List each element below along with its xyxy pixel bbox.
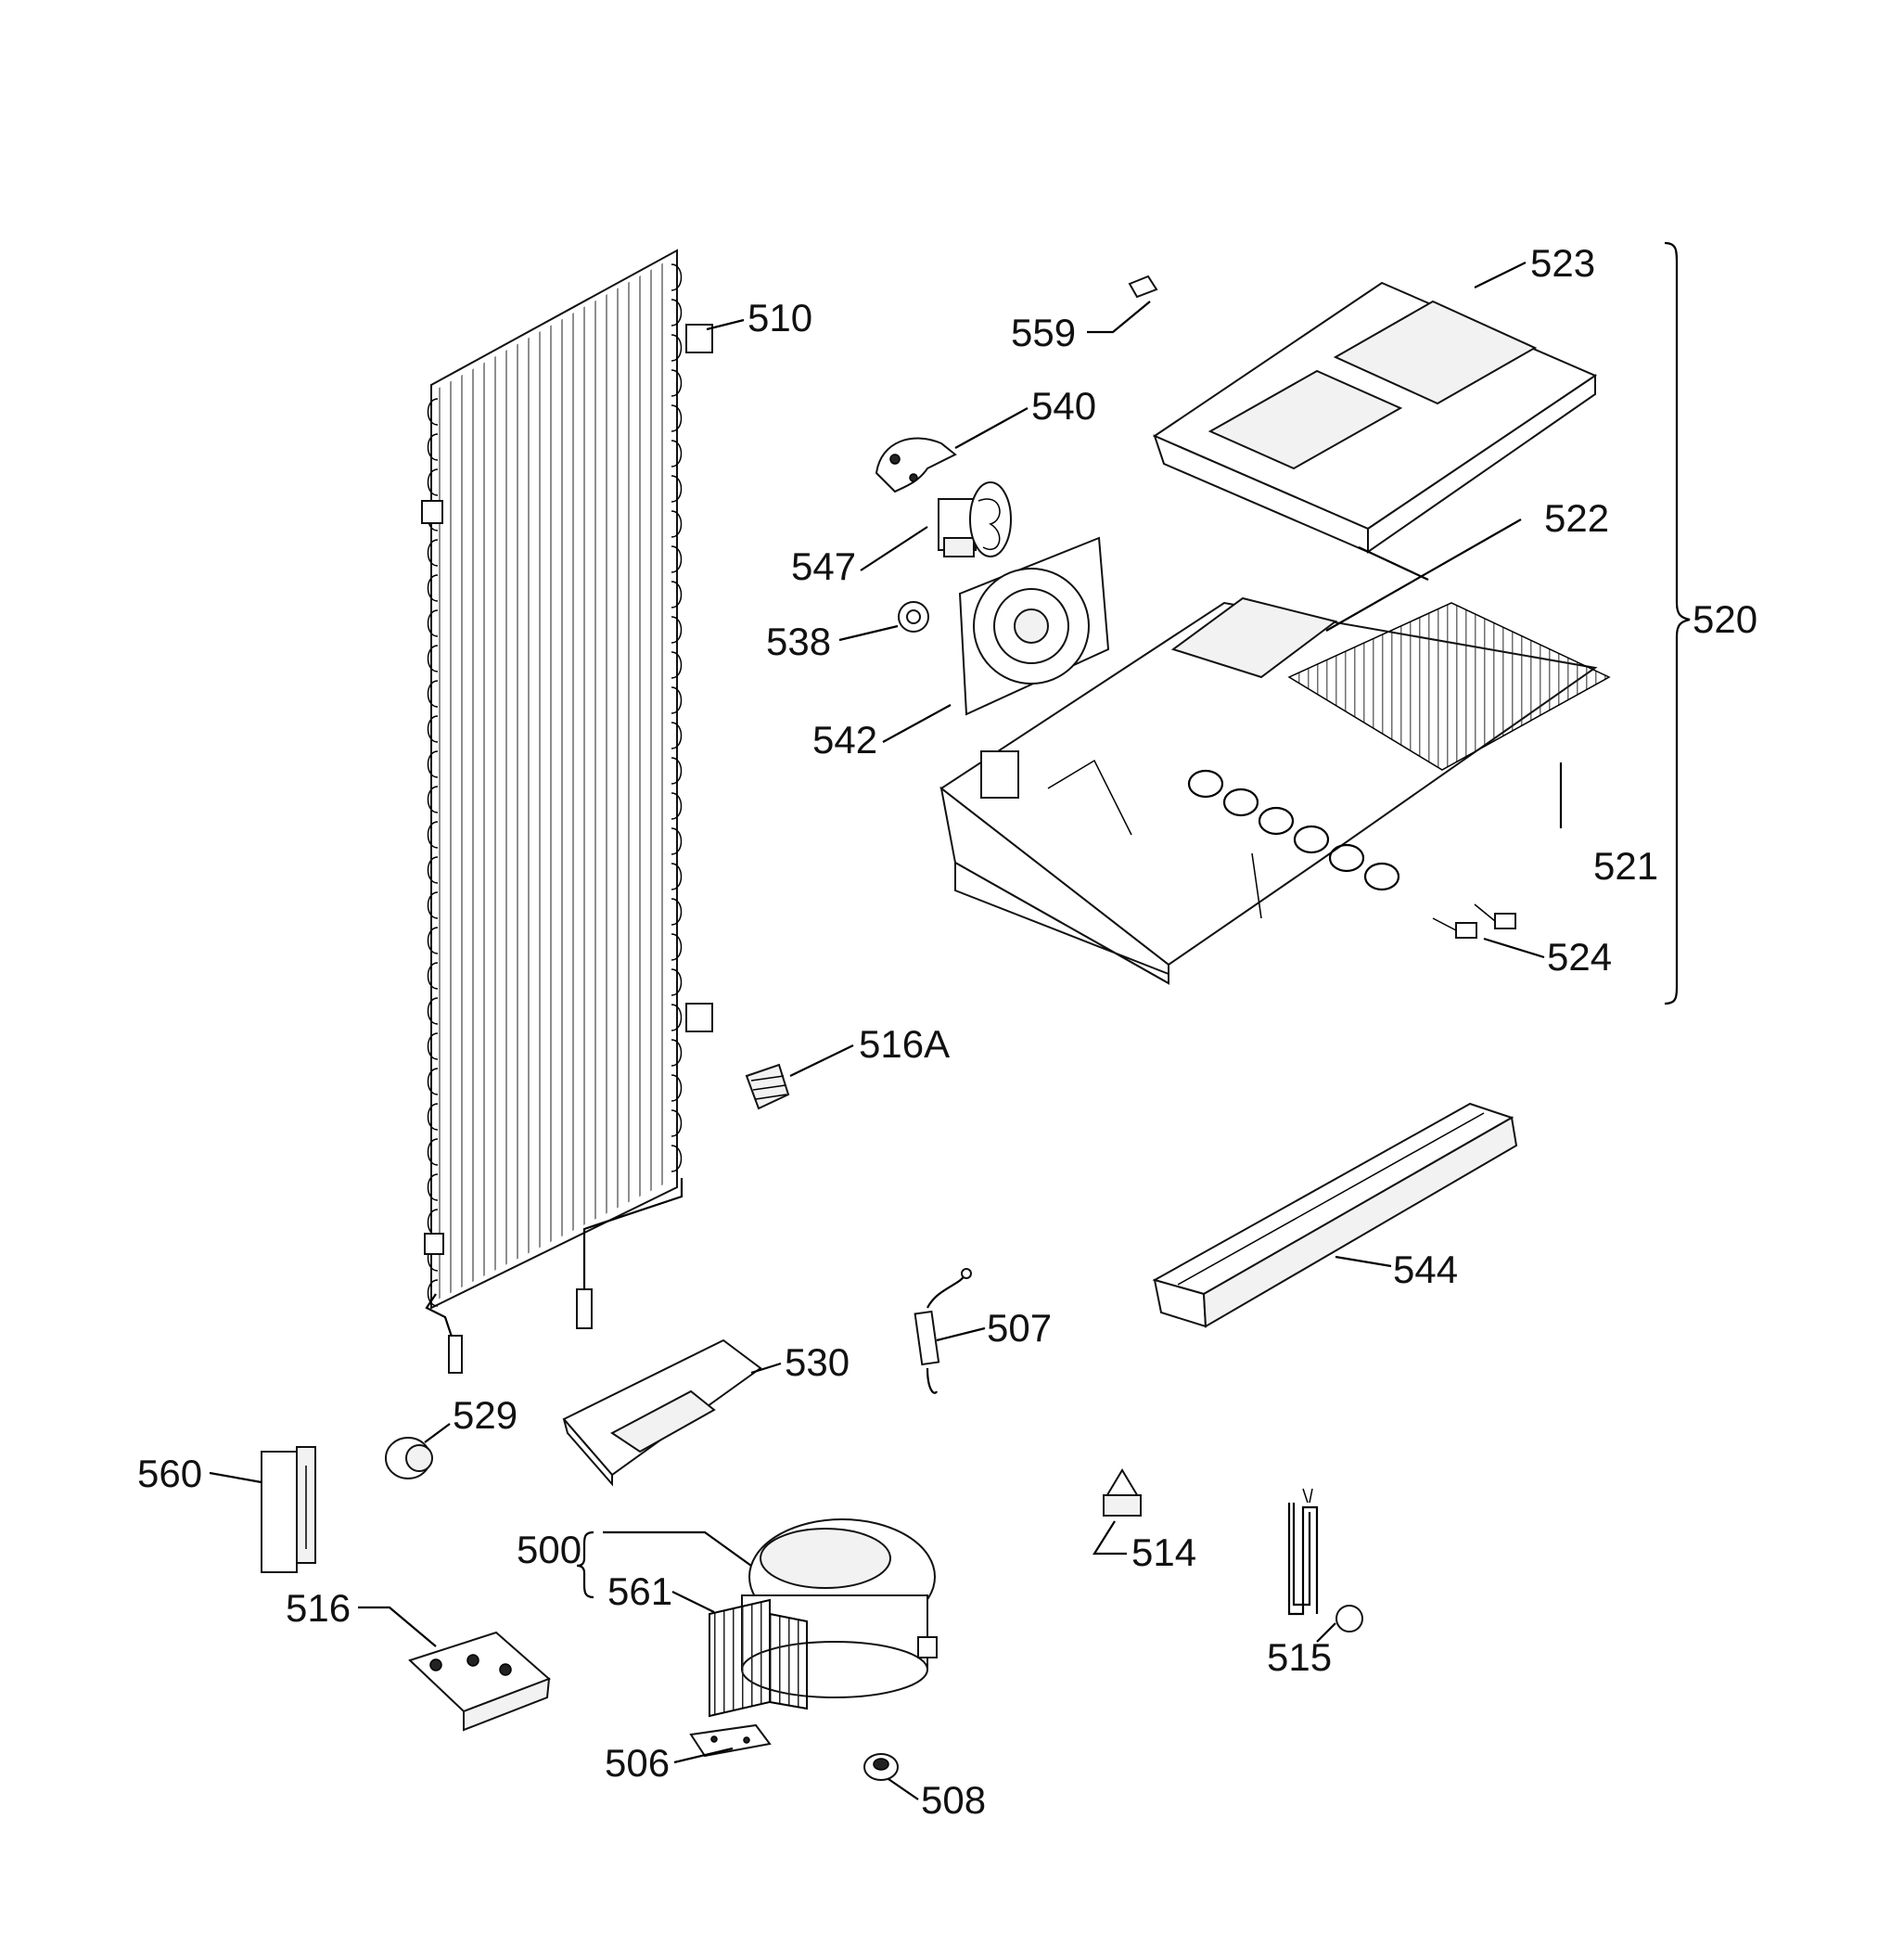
leader-561 [671, 1591, 715, 1613]
fan-motor-547 [938, 481, 1012, 557]
compressor-500 [741, 1518, 938, 1698]
label-560: 560 [137, 1452, 202, 1495]
part-516 [408, 1631, 551, 1732]
label-524: 524 [1547, 935, 1612, 979]
leader-524 [1483, 937, 1545, 959]
label-559: 559 [1011, 311, 1076, 354]
label-561: 561 [607, 1569, 672, 1613]
sensor-507 [914, 1268, 972, 1394]
gear-538 [898, 601, 929, 633]
leader-542 [882, 704, 952, 743]
heater-515 [1287, 1488, 1363, 1632]
leader-522 [1325, 519, 1522, 632]
label-507: 507 [987, 1306, 1052, 1350]
bracket-520 [1664, 241, 1691, 1005]
leader-538 [838, 624, 899, 642]
label-547: 547 [791, 544, 856, 588]
grommet-508 [863, 1753, 899, 1781]
leader-559 [1087, 301, 1151, 334]
label-515: 515 [1267, 1635, 1332, 1679]
label-506: 506 [605, 1741, 670, 1785]
leader-515 [1316, 1622, 1336, 1643]
label-544: 544 [1393, 1248, 1458, 1291]
part-560 [261, 1446, 316, 1573]
label-520: 520 [1693, 597, 1757, 641]
relay-561 [709, 1598, 808, 1718]
leader-514 [1093, 1520, 1127, 1556]
leader-508 [888, 1778, 919, 1800]
label-522: 522 [1544, 496, 1609, 540]
leader-500 [603, 1530, 752, 1567]
fan-shroud-542 [958, 536, 1110, 716]
label-508: 508 [921, 1778, 986, 1822]
leader-516 [358, 1606, 437, 1647]
label-523: 523 [1530, 241, 1595, 285]
plate-506 [689, 1723, 772, 1758]
label-542: 542 [812, 718, 877, 762]
drain-tray-530 [562, 1338, 762, 1487]
part-516A [745, 1063, 790, 1110]
leader-506 [673, 1747, 734, 1764]
brace-500 [576, 1530, 594, 1599]
condenser-coil-510 [421, 249, 713, 1374]
label-529: 529 [453, 1393, 518, 1437]
leader-516A [789, 1044, 854, 1077]
label-516: 516 [286, 1586, 351, 1630]
label-510: 510 [748, 296, 812, 339]
leader-530 [750, 1362, 782, 1375]
leader-544 [1335, 1255, 1392, 1268]
connectors-524 [1432, 903, 1516, 939]
evaporator-cover-523 [1152, 281, 1598, 554]
label-540: 540 [1031, 384, 1096, 428]
leader-523 [1474, 262, 1527, 288]
leader-507 [936, 1326, 986, 1342]
label-514: 514 [1131, 1530, 1196, 1574]
label-530: 530 [785, 1340, 850, 1384]
part-514 [1103, 1468, 1142, 1517]
rail-544 [1152, 1102, 1518, 1328]
evaporator-coil-522 [1187, 546, 1611, 891]
label-500: 500 [517, 1528, 581, 1571]
part-529 [385, 1437, 433, 1479]
part-559 [1128, 275, 1158, 299]
label-521: 521 [1593, 844, 1658, 888]
leader-529 [424, 1423, 451, 1443]
leader-560 [209, 1471, 262, 1484]
leader-547 [860, 526, 928, 571]
leader-540 [954, 407, 1029, 449]
fan-bracket-540 [875, 437, 957, 493]
label-538: 538 [766, 620, 831, 663]
leader-510 [706, 318, 745, 331]
label-516A: 516A [859, 1022, 950, 1066]
